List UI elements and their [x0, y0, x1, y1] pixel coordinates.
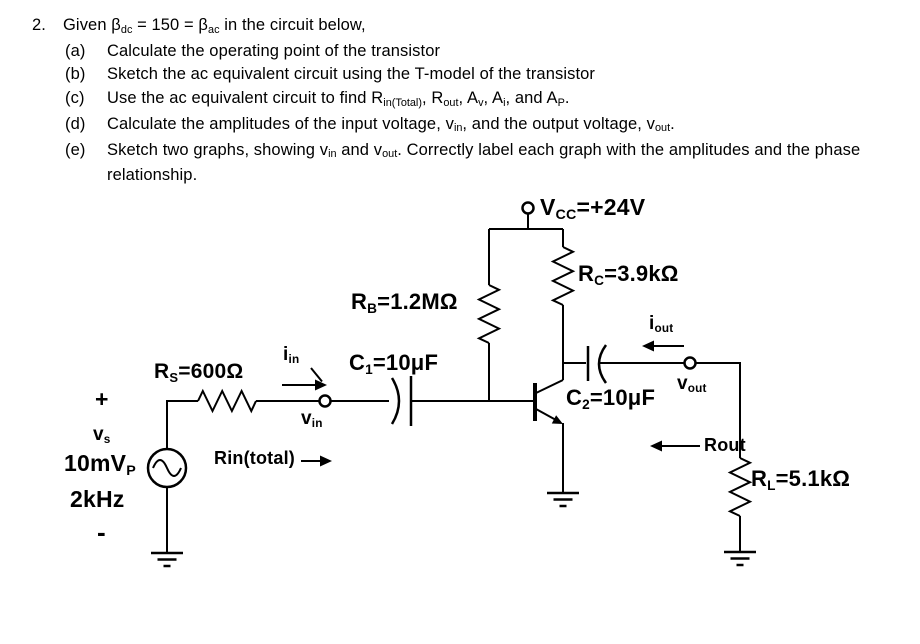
item-text: Calculate the amplitudes of the input vo…	[107, 114, 675, 135]
rb-label: RB=1.2MΩ	[351, 289, 458, 316]
rout-arrow	[650, 440, 700, 452]
source-ground	[151, 551, 183, 568]
problem-item-a: (a) Calculate the operating point of the…	[32, 40, 912, 64]
problem-item-e: (e) Sketch two graphs, showing vin and v…	[32, 139, 912, 188]
vout-label: vout	[677, 373, 707, 396]
item-label: (c)	[65, 89, 85, 108]
item-text: Use the ac equivalent circuit to find Ri…	[107, 89, 570, 109]
problem-intro-line: 2. Given βdc = 150 = βac in the circuit …	[32, 14, 912, 40]
problem-statement: 2. Given βdc = 150 = βac in the circuit …	[32, 14, 912, 188]
vout-node	[683, 356, 697, 370]
problem-item-b: (b) Sketch the ac equivalent circuit usi…	[32, 63, 912, 87]
capacitor-c1	[390, 376, 413, 426]
c2-label: C2=10μF	[566, 385, 656, 412]
item-text: Sketch the ac equivalent circuit using t…	[107, 65, 595, 84]
vin-label: vin	[301, 408, 323, 431]
item-text: Sketch two graphs, showing vin and vout.…	[107, 140, 861, 185]
rs-label: RS=600Ω	[154, 360, 244, 385]
ac-source	[146, 400, 198, 553]
item-label: (d)	[65, 114, 86, 133]
rl-ground	[724, 550, 756, 567]
problem-item-d: (d) Calculate the amplitudes of the inpu…	[32, 113, 912, 139]
source-minus-sign: -	[97, 517, 106, 547]
rout-label: Rout	[704, 435, 746, 455]
vout-to-rl-wire	[695, 362, 741, 458]
rc-label: RC=3.9kΩ	[578, 261, 679, 288]
source-frequency-label: 2kHz	[70, 486, 125, 512]
problem-intro-text: Given βdc = 150 = βac in the circuit bel…	[63, 16, 366, 36]
resistor-rc	[550, 229, 576, 380]
iin-arrow	[282, 367, 327, 391]
iout-arrow	[642, 340, 684, 352]
rin-total-arrow	[301, 455, 332, 467]
c1-label: C1=10μF	[349, 350, 439, 377]
rin-total-label: Rin(total)	[214, 448, 295, 468]
resistor-rl	[727, 457, 753, 552]
npn-transistor	[533, 379, 564, 493]
source-amplitude-label: 10mVP	[64, 450, 136, 479]
vcc-label: VCC=+24V	[540, 194, 646, 223]
item-label: (b)	[65, 65, 86, 84]
item-label: (a)	[65, 41, 86, 60]
item-label: (e)	[65, 140, 86, 159]
vcc-terminal	[521, 201, 535, 229]
resistor-rb	[476, 229, 502, 401]
iin-label: iin	[283, 344, 300, 367]
problem-item-c: (c) Use the ac equivalent circuit to fin…	[32, 87, 912, 113]
emitter-ground	[547, 491, 579, 508]
rl-label: RL=5.1kΩ	[751, 466, 851, 493]
iout-label: iout	[649, 313, 674, 336]
item-text: Calculate the operating point of the tra…	[107, 41, 441, 60]
source-plus-sign: +	[95, 386, 109, 412]
resistor-rs	[197, 388, 320, 414]
vs-label: vs	[93, 424, 111, 447]
vin-node	[318, 394, 332, 408]
problem-number: 2.	[32, 16, 46, 34]
